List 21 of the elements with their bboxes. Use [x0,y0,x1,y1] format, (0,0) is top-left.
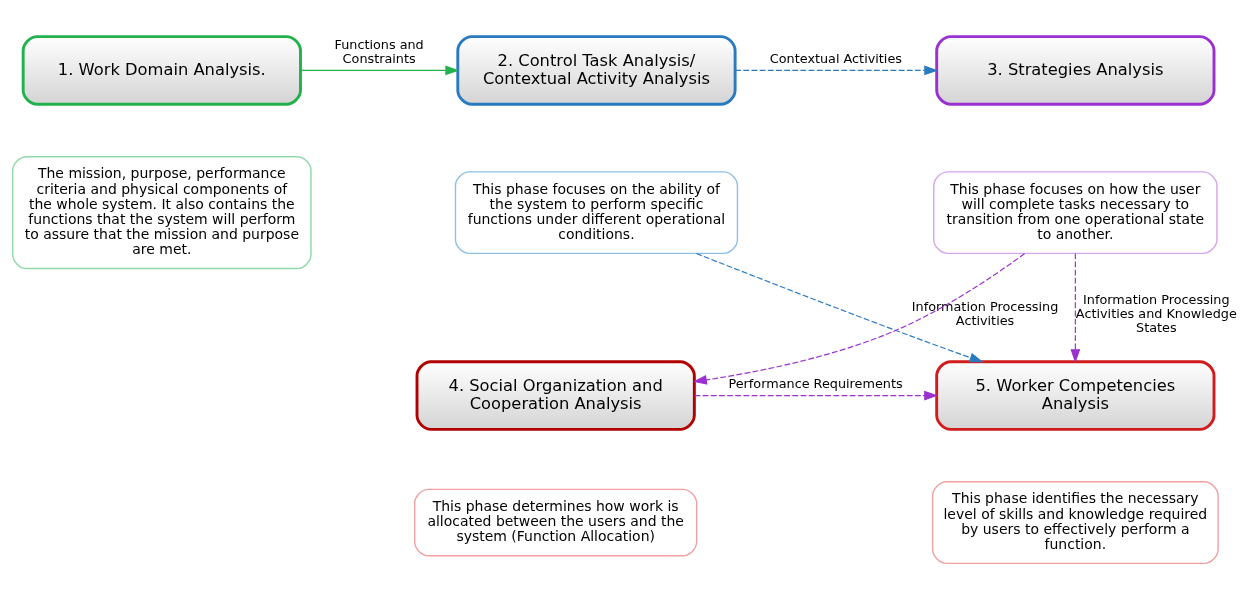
edge-label: Functions and Constraints [334,36,424,66]
edge-label: Contextual Activities [769,50,902,66]
node-box: 3. Strategies Analysis [935,34,1216,106]
arrow [695,252,984,362]
arrow [299,65,460,75]
arrow [692,252,1026,385]
arrow [1070,252,1081,363]
node-box: This phase focuses on the ability of the system to perform specific functions under different operational conditions. [454,170,739,254]
node-box: 2. Control Task Analysis/ Contextual Activity Analysis [456,34,737,106]
node-box: 5. Worker Competencies Analysis [935,359,1216,431]
edge-label: Information Processing Activities and Knowledge States [1075,291,1237,335]
node-box: This phase focuses on how the user will complete tasks necessary to transition from one operational state to another. [933,170,1218,254]
node-box: The mission, purpose, performance criteria and physical components of the whole system. It also contains the functions that the system will perform to assure that the mission and purpose are met. [12,155,312,269]
arrow [694,390,939,400]
edge-label: Performance Requirements [728,375,903,391]
node-box: 4. Social Organization and Cooperation Analysis [415,359,696,431]
node-box: This phase determines how work is allocated between the users and the system (Function Allocation) [414,488,698,556]
edge-label: Information Processing Activities [911,298,1059,328]
node-box: 1. Work Domain Analysis. [21,34,302,106]
arrow [734,65,939,75]
node-box: This phase identifies the necessary level of skills and knowledge required by users to effectively perform a function. [931,480,1219,564]
